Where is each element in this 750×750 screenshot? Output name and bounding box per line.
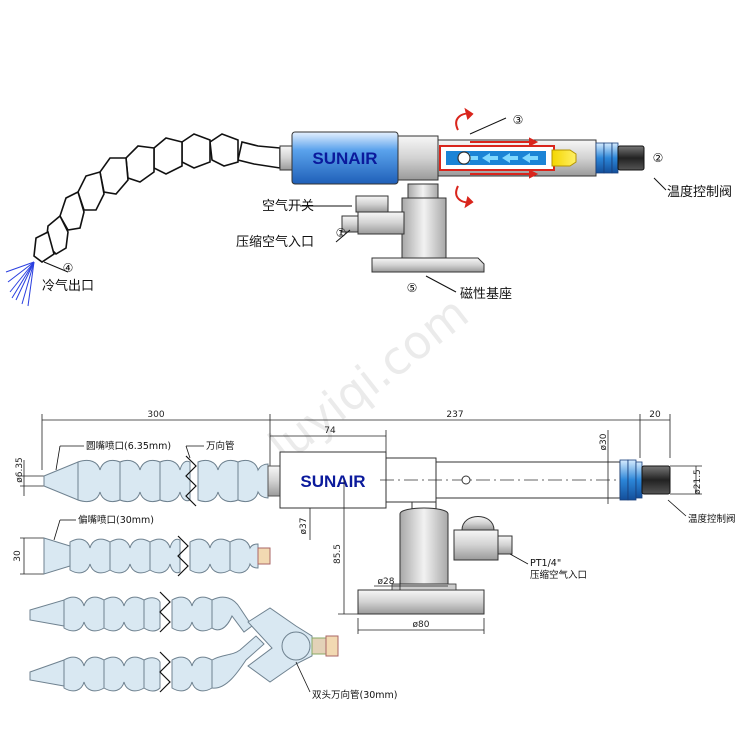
ring-1 — [595, 142, 605, 174]
label-air-switch: 空气开关 — [262, 198, 314, 214]
ring-3 — [611, 142, 619, 174]
callout-4: ④ — [63, 261, 74, 275]
row2-flat-nozzle — [43, 537, 259, 575]
label-temp-valve-bottom: 温度控制阀 — [688, 513, 736, 525]
dim-80: ø80 — [413, 620, 430, 630]
dim-30b: 30 — [13, 550, 23, 562]
cold-air-spray — [5, 261, 35, 307]
inlet-port-circle — [457, 151, 471, 165]
y-fitting-thread — [325, 635, 339, 657]
air-switch-handle — [355, 195, 389, 213]
dim-30b-lines — [20, 537, 44, 575]
label-flat-nozzle: 偏嘴喷口(30mm) — [78, 514, 154, 526]
temp-valve-leader — [667, 499, 687, 517]
bottom-magnetic-base — [357, 589, 485, 615]
y-junction — [247, 607, 313, 683]
dim-74: 74 — [324, 426, 336, 436]
double-tube-leader — [295, 661, 311, 693]
row2-fitting — [257, 547, 271, 565]
row2-leader-b — [53, 519, 61, 541]
dim-37: ø37 — [299, 518, 309, 535]
break-mark-1 — [185, 455, 197, 507]
hot-flow-arrows — [455, 107, 539, 209]
break-mark-2 — [177, 535, 189, 577]
label-pt: PT1/4" — [530, 558, 561, 569]
y-joint-ball — [281, 631, 311, 661]
bottom-port-circle — [461, 475, 471, 485]
top-assembly: SUNAIR — [5, 107, 732, 307]
base-top-plate — [391, 583, 457, 591]
mount-pillar — [401, 197, 447, 259]
mount-neck — [407, 183, 439, 199]
brand-logo-top: SUNAIR — [312, 149, 377, 168]
dim-300: 300 — [147, 410, 164, 420]
callout-1: ① — [336, 226, 347, 240]
row3-tube — [29, 596, 253, 633]
dim-635-lines — [20, 460, 44, 496]
top-flex-hose — [33, 133, 281, 263]
hose-connector — [279, 145, 293, 171]
dim-237: 237 — [446, 410, 463, 420]
break-mark-4 — [159, 651, 171, 693]
dim-855: 85.5 — [333, 544, 343, 564]
dim-215-lines — [670, 465, 702, 495]
dim-635: ø6.35 — [15, 457, 25, 483]
dim-80-lines — [357, 618, 485, 634]
row4-tube — [29, 635, 265, 692]
label-temp-valve: 温度控制阀 — [667, 184, 732, 200]
dim-855-lines — [338, 480, 358, 615]
bottom-assembly: 300 237 20 74 ø6.35 圆嘴喷口(6.35mm) — [13, 410, 736, 701]
pt-leader — [509, 553, 529, 565]
callouts-top: ① ② ③ ④ ⑤ — [63, 113, 664, 295]
bottom-connector — [267, 465, 281, 497]
bottom-cold-body — [279, 451, 387, 509]
bottom-ring-3 — [635, 461, 643, 499]
bottom-ring-1 — [619, 459, 629, 501]
vortex-generator — [397, 135, 439, 181]
brand-logo-bottom: SUNAIR — [300, 472, 365, 491]
top-leader-lines — [43, 117, 667, 293]
label-universal-tube: 万向管 — [206, 440, 235, 452]
y-fitting — [311, 637, 327, 655]
bottom-inlet-fitting — [497, 535, 513, 555]
label-round-nozzle: 圆嘴喷口(6.35mm) — [86, 441, 171, 452]
dim-30a: ø30 — [599, 433, 609, 450]
magnetic-base — [371, 257, 485, 273]
callout-5: ⑤ — [407, 281, 418, 295]
row1-round-nozzle — [43, 459, 269, 503]
label-magnetic-base: 磁性基座 — [460, 287, 512, 302]
bottom-knob — [641, 465, 671, 495]
ring-2 — [603, 142, 613, 174]
row1-leaders — [55, 445, 204, 471]
air-switch-valve — [357, 211, 405, 235]
callout-3: ③ — [513, 113, 524, 127]
break-mark-3 — [159, 591, 171, 633]
hot-valve-plug — [551, 149, 577, 167]
bottom-mount-pillar — [399, 507, 449, 585]
label-air-inlet-bottom: 压缩空气入口 — [530, 569, 587, 581]
callout-2: ② — [653, 151, 664, 165]
dim-20: 20 — [649, 410, 661, 420]
bottom-air-valve — [453, 529, 499, 561]
dim-215: ø21.5 — [693, 469, 703, 495]
air-inlet-fitting — [341, 215, 359, 233]
top-dimension-lines — [41, 414, 671, 470]
label-air-inlet: 压缩空气入口 — [236, 234, 314, 250]
dim-28: ø28 — [378, 577, 395, 587]
temp-control-knob — [617, 145, 645, 171]
dim-28-lines — [374, 580, 448, 590]
label-cold-outlet: 冷气出口 — [42, 278, 94, 294]
watermark: luyiqi.com — [259, 285, 479, 473]
label-double-tube: 双头万向管(30mm) — [312, 689, 398, 701]
bottom-valve-knob — [461, 516, 495, 531]
bottom-ring-2 — [627, 459, 637, 501]
